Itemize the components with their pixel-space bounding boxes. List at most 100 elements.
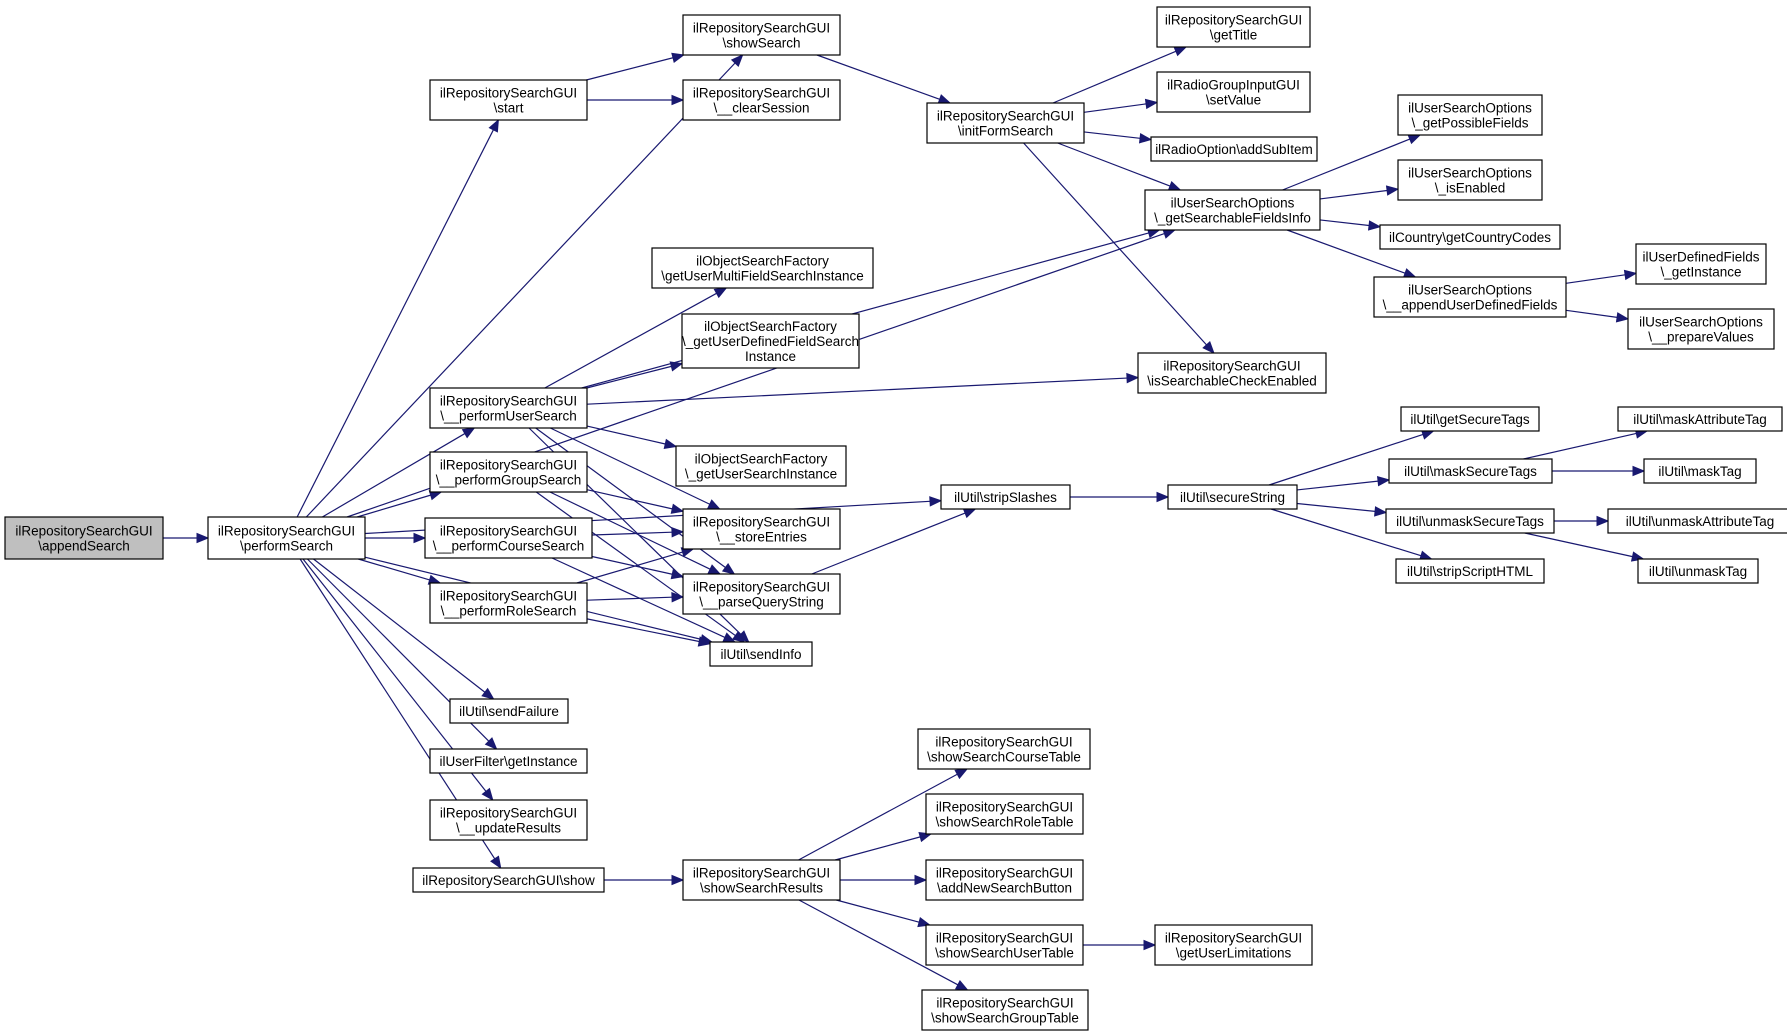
node-isSearchableCheckEnabled-label-line-1: ilRepositorySearchGUI (1163, 359, 1300, 374)
node-showSearch[interactable]: ilRepositorySearchGUI\showSearch (682, 14, 841, 56)
node-getPossibleFields-label-line-2: \_getPossibleFields (1411, 116, 1528, 131)
node-initFormSearch[interactable]: ilRepositorySearchGUI\initFormSearch (926, 102, 1085, 144)
node-isSearchableCheckEnabled-label-line-2: \isSearchableCheckEnabled (1147, 374, 1317, 389)
node-storeEntries-label-line-1: ilRepositorySearchGUI (693, 515, 830, 530)
node-maskSecureTags[interactable]: ilUtil\maskSecureTags (1388, 458, 1553, 484)
arrowhead-show-to-showSearchResults (671, 874, 685, 886)
node-getUserSearchInstance[interactable]: ilObjectSearchFactory\_getUserSearchInst… (675, 445, 847, 487)
node-getSecureTags[interactable]: ilUtil\getSecureTags (1400, 406, 1540, 432)
node-getUserLimitations[interactable]: ilRepositorySearchGUI\getUserLimitations (1154, 924, 1313, 966)
node-appendUserDefinedFields[interactable]: ilUserSearchOptions\__appendUserDefinedF… (1373, 276, 1567, 318)
edge-performCourseSearch-to-sendInfo (551, 557, 726, 638)
arrowhead-initFormSearch-to-addSubItem (1138, 133, 1153, 144)
node-sendFailure[interactable]: ilUtil\sendFailure (449, 698, 569, 724)
arrowhead-performUserSearch-to-storeEntries (707, 499, 721, 510)
arrowhead-initFormSearch-to-isSearchableCheckEnabled (1202, 340, 1215, 354)
node-performCourseSearch[interactable]: ilRepositorySearchGUI\__performCourseSea… (424, 517, 593, 559)
node-appendUserDefinedFields-label-line-2: \__appendUserDefinedFields (1383, 298, 1558, 313)
node-getSearchableFieldsInfo[interactable]: ilUserSearchOptions\_getSearchableFields… (1144, 189, 1321, 231)
arrowhead-performSearch-to-performCourseSearch (413, 532, 427, 544)
node-userFilterGetInstance-label-line-1: ilUserFilter\getInstance (439, 754, 577, 769)
node-performUserSearch[interactable]: ilRepositorySearchGUI\__performUserSearc… (429, 387, 588, 429)
node-performRoleSearch[interactable]: ilRepositorySearchGUI\__performRoleSearc… (429, 582, 588, 624)
node-unmaskTag[interactable]: ilUtil\unmaskTag (1637, 558, 1759, 584)
node-maskTag[interactable]: ilUtil\maskTag (1643, 458, 1757, 484)
edge-performCourseSearch-to-storeEntries (591, 531, 673, 536)
edge-performUserSearch-to-getSearchableFieldsInfo (581, 232, 1149, 389)
node-getTitle[interactable]: ilRepositorySearchGUI\getTitle (1156, 6, 1311, 48)
node-appendUserDefinedFields-box (1373, 276, 1567, 318)
node-show-label-line-1: ilRepositorySearchGUI\show (422, 873, 595, 888)
node-showSearchGroupTable-label-line-2: \showSearchGroupTable (931, 1011, 1079, 1026)
node-isSearchableCheckEnabled[interactable]: ilRepositorySearchGUI\isSearchableCheckE… (1137, 352, 1327, 394)
node-performGroupSearch-label-line-1: ilRepositorySearchGUI (440, 458, 577, 473)
node-clearSession[interactable]: ilRepositorySearchGUI\__clearSession (682, 79, 841, 121)
node-showSearchGroupTable[interactable]: ilRepositorySearchGUI\showSearchGroupTab… (921, 989, 1089, 1031)
node-maskAttributeTag[interactable]: ilUtil\maskAttributeTag (1617, 406, 1783, 432)
arrowhead-appendUserDefinedFields-to-udfGetInstance (1623, 269, 1638, 281)
node-prepareValues[interactable]: ilUserSearchOptions\__prepareValues (1627, 308, 1775, 350)
node-udfGetInstance[interactable]: ilUserDefinedFields\_getInstance (1635, 243, 1767, 285)
node-unmaskSecureTags[interactable]: ilUtil\unmaskSecureTags (1385, 508, 1555, 534)
edge-start-to-showSearch (586, 57, 674, 81)
edge-performSearch-to-showSearch (305, 62, 736, 518)
node-getUserSearchInstance-box (675, 445, 847, 487)
node-start[interactable]: ilRepositorySearchGUI\start (429, 79, 588, 121)
node-showSearchRoleTable[interactable]: ilRepositorySearchGUI\showSearchRoleTabl… (925, 793, 1084, 835)
arrowhead-showSearchResults-to-addNewSearchButton (914, 874, 928, 886)
node-isEnabled[interactable]: ilUserSearchOptions\_isEnabled (1397, 159, 1543, 201)
node-prepareValues-label-line-2: \__prepareValues (1648, 330, 1754, 345)
node-showSearchCourseTable[interactable]: ilRepositorySearchGUI\showSearchCourseTa… (917, 728, 1091, 770)
node-getUserMultiFieldSearchInstance[interactable]: ilObjectSearchFactory\getUserMultiFieldS… (651, 247, 874, 289)
node-showSearchRoleTable-label-line-1: ilRepositorySearchGUI (936, 800, 1073, 815)
node-sendInfo[interactable]: ilUtil\sendInfo (709, 641, 813, 667)
node-getSearchableFieldsInfo-label-line-1: ilUserSearchOptions (1171, 196, 1295, 211)
node-addSubItem[interactable]: ilRadioOption\addSubItem (1150, 136, 1318, 162)
node-showSearchCourseTable-box (917, 728, 1091, 770)
node-showSearchUserTable-label-line-2: \showSearchUserTable (935, 946, 1074, 961)
arrowhead-performGroupSearch-to-parseQueryString (707, 564, 722, 575)
arrowhead-performGroupSearch-to-sendInfo (731, 631, 746, 643)
edge-initFormSearch-to-getSearchableFieldsInfo (1057, 142, 1171, 187)
node-getCountryCodes-box (1379, 224, 1561, 250)
node-show[interactable]: ilRepositorySearchGUI\show (412, 867, 605, 893)
node-getUserDefinedFieldSearchInstance[interactable]: ilObjectSearchFactory\_getUserDefinedFie… (681, 313, 860, 369)
edge-performUserSearch-to-storeEntries (550, 427, 711, 505)
node-updateResults-label-line-1: ilRepositorySearchGUI (440, 806, 577, 821)
edge-performUserSearch-to-parseQueryString (535, 427, 726, 568)
node-performGroupSearch[interactable]: ilRepositorySearchGUI\__performGroupSear… (429, 451, 588, 493)
node-addNewSearchButton[interactable]: ilRepositorySearchGUI\addNewSearchButton (925, 859, 1084, 901)
edge-initFormSearch-to-addSubItem (1083, 131, 1141, 139)
edge-performSearch-to-sendFailure (313, 558, 486, 693)
node-stripScriptHTML-label-line-1: ilUtil\stripScriptHTML (1407, 564, 1534, 579)
node-setValue[interactable]: ilRadioGroupInputGUI\setValue (1156, 71, 1311, 113)
node-parseQueryString[interactable]: ilRepositorySearchGUI\__parseQueryString (682, 573, 841, 615)
node-udfGetInstance-label-line-1: ilUserDefinedFields (1642, 250, 1759, 265)
node-performSearch-label-line-2: \performSearch (240, 539, 333, 554)
node-unmaskAttributeTag[interactable]: ilUtil\unmaskAttributeTag (1607, 508, 1787, 534)
arrowhead-performSearch-to-updateResults (481, 787, 494, 802)
node-showSearchUserTable[interactable]: ilRepositorySearchGUI\showSearchUserTabl… (925, 924, 1084, 966)
edge-getSearchableFieldsInfo-to-appendUserDefinedFields (1286, 229, 1406, 274)
edge-performGroupSearch-to-parseQueryString (549, 491, 711, 570)
node-showSearchGroupTable-box (921, 989, 1089, 1031)
node-stripSlashes[interactable]: ilUtil\stripSlashes (940, 484, 1071, 510)
arrowhead-performUserSearch-to-getUserMultiFieldSearchInstance (713, 287, 728, 299)
node-storeEntries[interactable]: ilRepositorySearchGUI\__storeEntries (682, 508, 841, 550)
node-getCountryCodes[interactable]: ilCountry\getCountryCodes (1379, 224, 1561, 250)
node-appendSearch[interactable]: ilRepositorySearchGUI\appendSearch (4, 516, 164, 560)
node-userFilterGetInstance[interactable]: ilUserFilter\getInstance (429, 748, 588, 774)
node-performSearch[interactable]: ilRepositorySearchGUI\performSearch (207, 516, 366, 560)
node-parseQueryString-label-line-1: ilRepositorySearchGUI (693, 580, 830, 595)
node-showSearchResults[interactable]: ilRepositorySearchGUI\showSearchResults (682, 859, 841, 901)
edge-unmaskSecureTags-to-unmaskTag (1524, 532, 1633, 558)
node-showSearchGroupTable-label-line-1: ilRepositorySearchGUI (936, 996, 1073, 1011)
node-updateResults[interactable]: ilRepositorySearchGUI\__updateResults (429, 799, 588, 841)
node-getPossibleFields[interactable]: ilUserSearchOptions\_getPossibleFields (1397, 94, 1543, 136)
edge-performSearch-to-performGroupSearch (356, 494, 431, 518)
node-secureString[interactable]: ilUtil\secureString (1167, 484, 1298, 510)
node-stripScriptHTML[interactable]: ilUtil\stripScriptHTML (1395, 558, 1545, 584)
node-secureString-box (1167, 484, 1298, 510)
edge-performGroupSearch-to-storeEntries (586, 489, 673, 510)
edge-performCourseSearch-to-parseQueryString (591, 555, 673, 575)
